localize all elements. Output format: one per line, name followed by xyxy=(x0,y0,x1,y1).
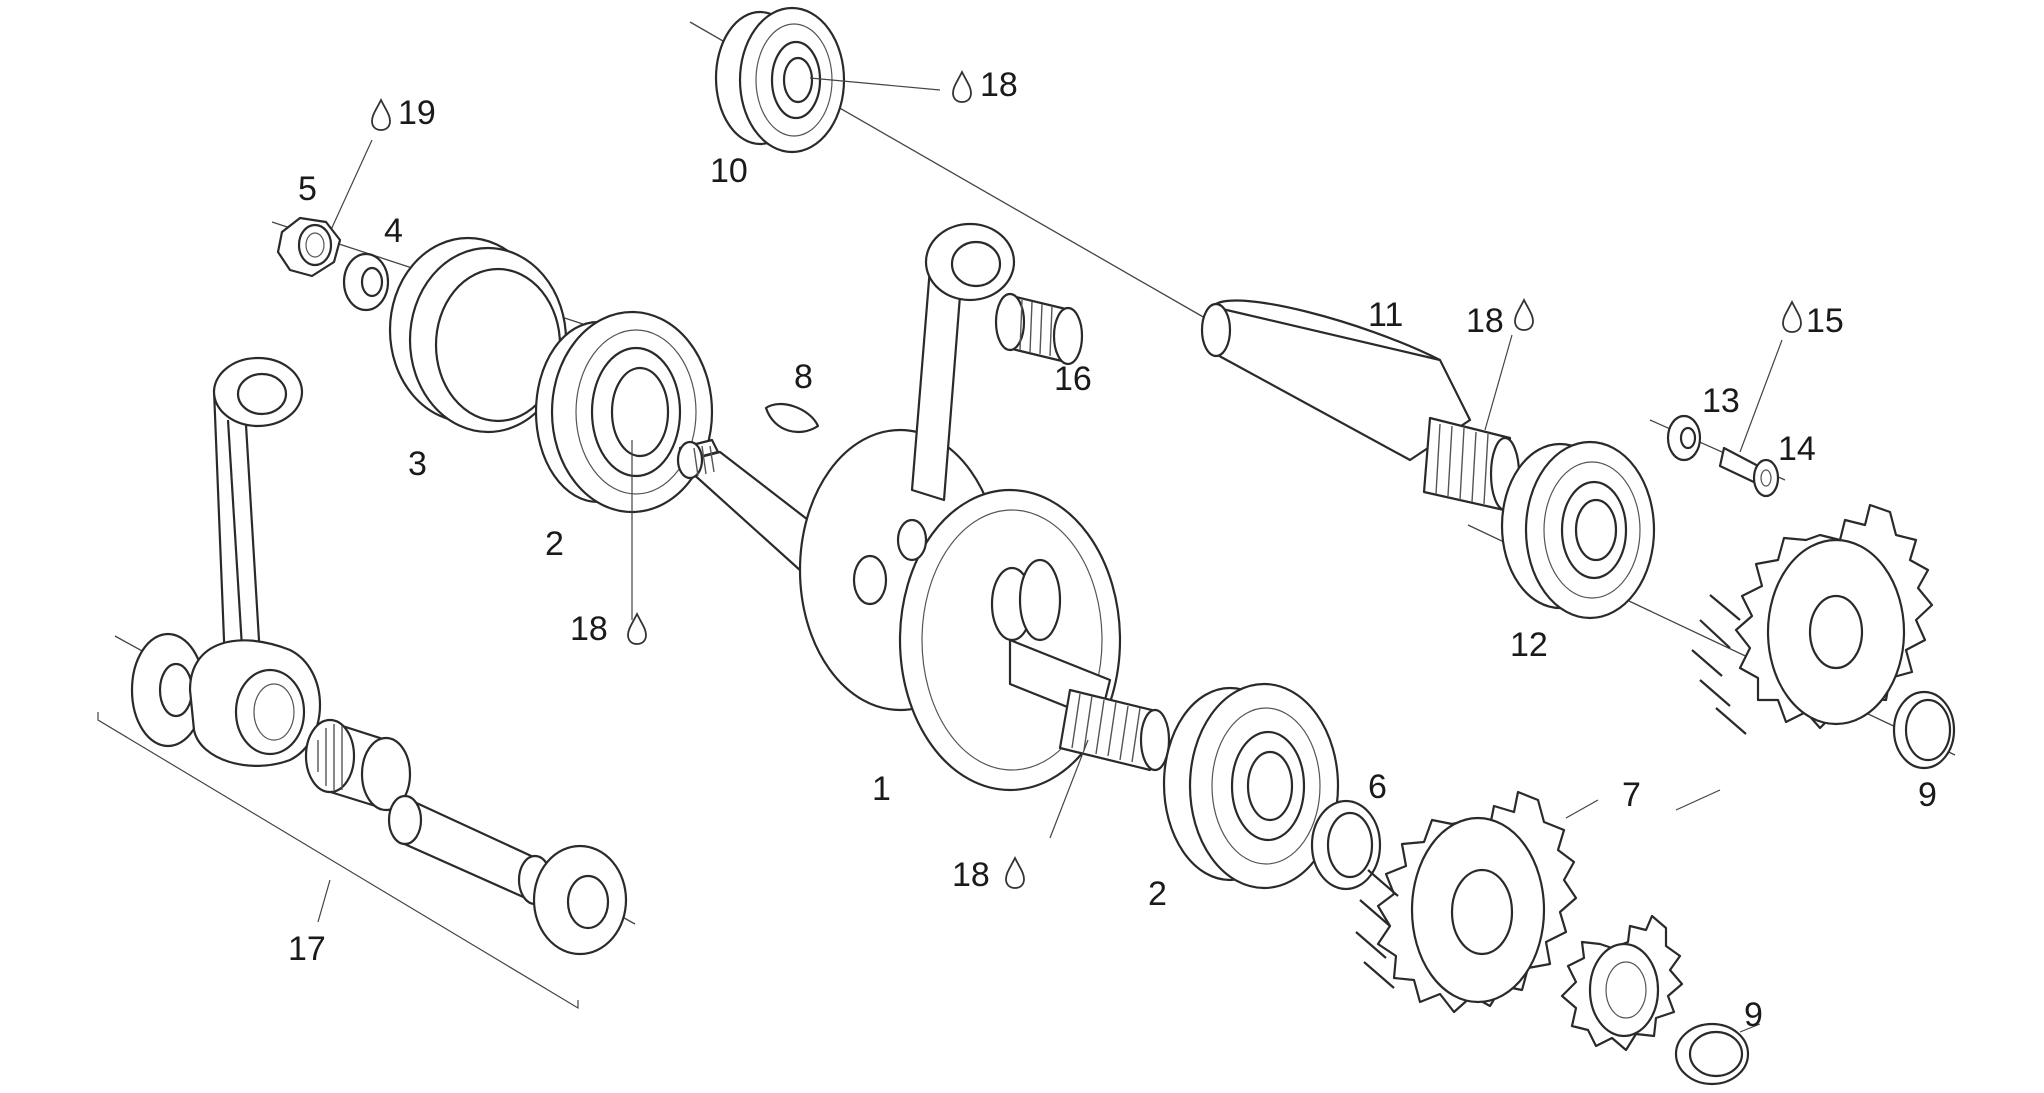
callout-18: 18 xyxy=(570,610,608,648)
part-13-washer xyxy=(1666,414,1702,462)
part-5-nut xyxy=(276,216,342,278)
callout-14: 14 xyxy=(1778,430,1816,468)
gear-lower-small xyxy=(1560,914,1684,1052)
callout-8: 8 xyxy=(794,358,813,396)
leader-18-top xyxy=(809,77,941,91)
gear-lower-large xyxy=(1355,790,1578,1014)
callout-17: 17 xyxy=(288,930,326,968)
callout-labels: 1 2 2 3 4 5 6 7 8 9 9 10 11 12 13 14 15 … xyxy=(288,66,1937,1034)
leader-9-lower xyxy=(1739,1023,1761,1033)
part-1-crankshaft xyxy=(676,428,1171,792)
part-2-bearing-lower xyxy=(1162,682,1340,890)
part-9-circlip-right xyxy=(1892,690,1956,770)
callout-1: 1 xyxy=(872,770,891,808)
leader-15 xyxy=(1739,339,1783,453)
callout-10: 10 xyxy=(710,152,748,190)
leader-18-lower xyxy=(1049,739,1089,839)
callout-19: 19 xyxy=(398,94,436,132)
callout-18: 18 xyxy=(952,856,990,894)
part-2-bearing-upper xyxy=(534,310,714,514)
oil-drop-icon xyxy=(1514,297,1534,331)
callout-2: 2 xyxy=(1148,875,1167,913)
callout-3: 3 xyxy=(408,445,427,483)
callout-12: 12 xyxy=(1510,626,1548,664)
callout-6: 6 xyxy=(1368,768,1387,806)
callout-9: 9 xyxy=(1918,776,1937,814)
part-7-gear-large xyxy=(1691,503,1934,735)
part-10-bearing-top xyxy=(714,6,846,154)
oil-drop-icon xyxy=(627,611,647,645)
leader-19 xyxy=(329,139,373,233)
callout-11: 11 xyxy=(1368,296,1403,334)
part-14-screw xyxy=(1718,446,1780,498)
callout-18: 18 xyxy=(1466,302,1504,340)
part-12-bearing xyxy=(1500,440,1656,620)
callout-4: 4 xyxy=(384,212,403,250)
part-3-ring xyxy=(388,236,568,434)
leader-gear-lower xyxy=(1565,799,1599,819)
part-6-spacer xyxy=(1310,799,1382,891)
leader-17 xyxy=(317,879,331,923)
part-11-shaft xyxy=(1200,299,1521,512)
callout-18: 18 xyxy=(980,66,1018,104)
oil-drop-icon xyxy=(1782,299,1802,333)
oil-drop-icon xyxy=(371,97,391,131)
callout-15: 15 xyxy=(1806,302,1844,340)
callout-5: 5 xyxy=(298,170,317,208)
center-connecting-rod xyxy=(910,222,1016,502)
callout-7: 7 xyxy=(1622,776,1641,814)
part-16-needle-bearing xyxy=(994,292,1084,366)
oil-drop-icon xyxy=(952,69,972,103)
part-17-connecting-rod-kit xyxy=(97,356,628,1010)
callout-9: 9 xyxy=(1744,996,1763,1034)
oil-drop-icon xyxy=(1005,855,1025,889)
part-8-woodruff-key xyxy=(764,403,820,434)
leader-18-right xyxy=(1484,334,1513,431)
callout-16: 16 xyxy=(1054,360,1092,398)
callout-2: 2 xyxy=(545,525,564,563)
callout-13: 13 xyxy=(1702,382,1740,420)
leader-7 xyxy=(1675,789,1721,811)
part-9-circlip-lower xyxy=(1674,1022,1750,1086)
part-4-washer xyxy=(342,252,390,312)
